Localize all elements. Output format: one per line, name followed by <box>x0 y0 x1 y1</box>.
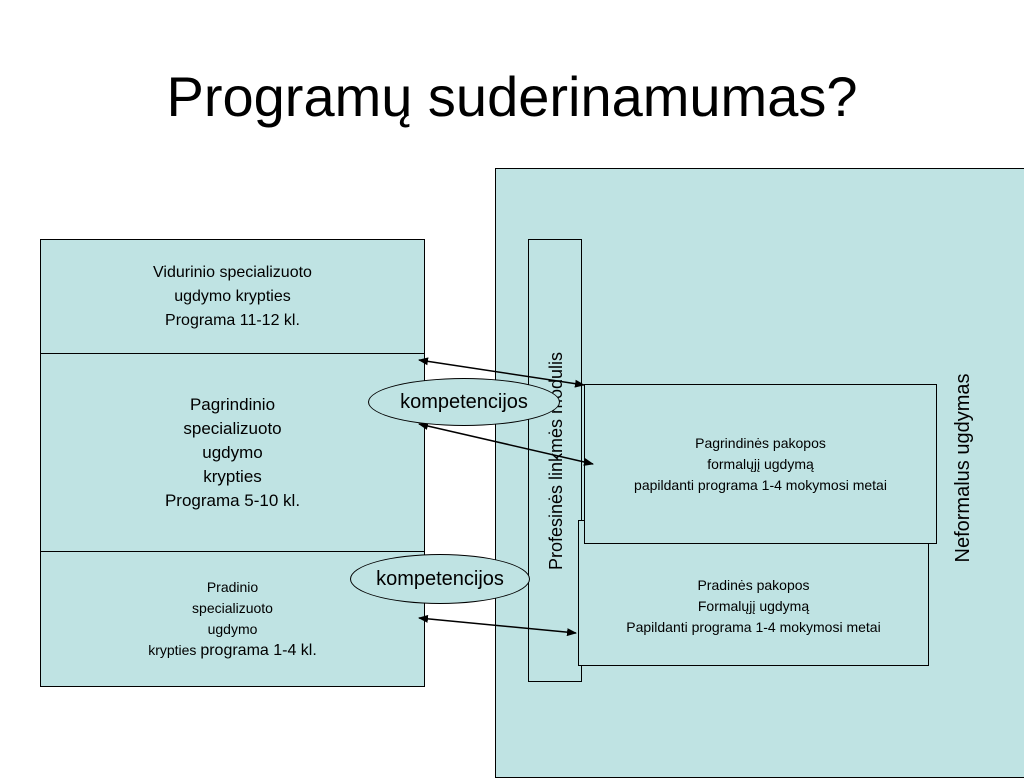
competency-oval-upper: kompetencijos <box>368 378 560 426</box>
vidurinio-program-box: Vidurinio specializuoto ugdymo krypties … <box>40 239 425 354</box>
profesines-modulis-box: Profesinės linkmės modulis <box>528 239 582 682</box>
pagrindines-pakopos-box: Pagrindinės pakopos formalųjį ugdymą pap… <box>584 384 937 544</box>
pradines-pakopos-box: Pradinės pakopos Formalųjį ugdymą Papild… <box>578 520 929 666</box>
competency-oval-lower-label: kompetencijos <box>376 567 504 590</box>
pradinio-program-text-large: programa 1-4 kl. <box>200 642 317 659</box>
pradinio-program-text-small: Pradinio specializuoto ugdymo krypties <box>148 579 273 658</box>
page-title: Programų suderinamumas? <box>166 65 858 128</box>
competency-oval-upper-label: kompetencijos <box>400 390 528 413</box>
pradines-pakopos-text: Pradinės pakopos Formalųjį ugdymą Papild… <box>626 576 881 635</box>
pagrindinio-program-text: Pagrindinio specializuoto ugdymo kryptie… <box>164 394 301 510</box>
profesines-modulis-label: Profesinės linkmės modulis <box>546 351 566 571</box>
vidurinio-program-text: Vidurinio specializuoto ugdymo krypties … <box>153 263 312 329</box>
pagrindinio-program-box: Pagrindinio specializuoto ugdymo kryptie… <box>40 353 425 552</box>
pradinio-program-text: Pradinio specializuoto ugdymo krypties p… <box>148 577 317 661</box>
competency-oval-lower: kompetencijos <box>350 554 530 604</box>
neformalus-ugdymas-label: Neformalus ugdymas <box>952 373 974 563</box>
pagrindines-pakopos-text: Pagrindinės pakopos formalųjį ugdymą pap… <box>634 434 887 493</box>
